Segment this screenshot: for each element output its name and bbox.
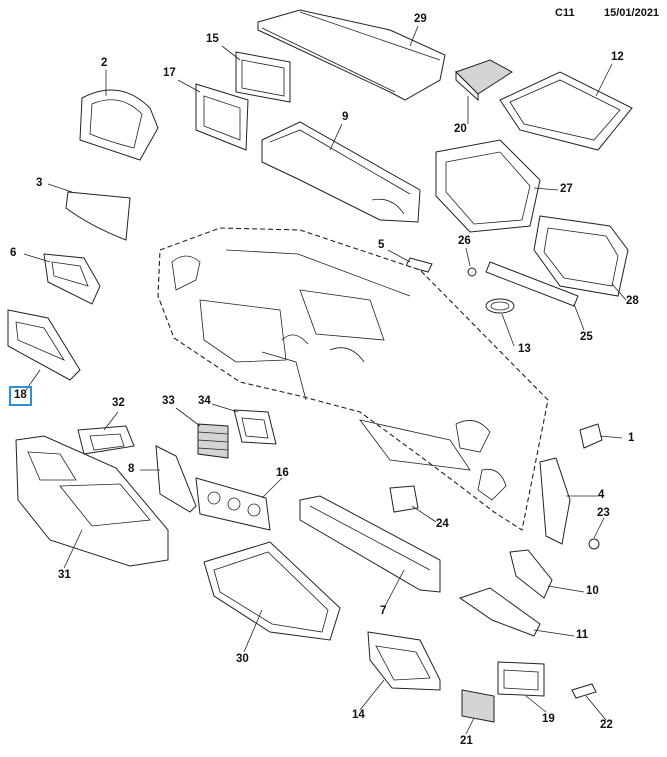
callout-33[interactable]: 33: [162, 395, 175, 407]
part-18-lower-panel: [7, 309, 81, 381]
callout-6[interactable]: 6: [10, 247, 17, 259]
callout-3[interactable]: 3: [36, 177, 43, 189]
part-11-trim: [458, 587, 541, 637]
callout-32[interactable]: 32: [112, 397, 125, 409]
callout-4[interactable]: 4: [598, 489, 605, 501]
callout-27[interactable]: 27: [560, 183, 573, 195]
part-23-knob: [588, 538, 600, 550]
callout-26[interactable]: 26: [458, 235, 471, 247]
callout-9[interactable]: 9: [342, 111, 349, 123]
part-5-clip: [405, 257, 433, 273]
callout-13[interactable]: 13: [518, 343, 531, 355]
part-22-small-clip: [571, 683, 597, 699]
callout-15[interactable]: 15: [206, 33, 219, 45]
part-10-trim: [509, 549, 553, 599]
diagram-date: 15/01/2021: [604, 7, 660, 19]
callout-17[interactable]: 17: [163, 67, 176, 79]
part-33-air-vent: [197, 423, 229, 459]
callout-12[interactable]: 12: [611, 51, 624, 63]
callout-21[interactable]: 21: [460, 735, 473, 747]
part-16-control-panel: [195, 477, 271, 531]
callout-2[interactable]: 2: [101, 57, 108, 69]
part-17-bezel: [195, 83, 249, 151]
part-2-cluster-frame: [79, 89, 159, 161]
callout-14[interactable]: 14: [352, 709, 365, 721]
part-24-switch: [389, 485, 419, 513]
part-1-side-vent: [579, 423, 603, 449]
part-27-frame: [435, 139, 541, 233]
part-14-bracket: [367, 631, 441, 691]
part-34-vent-bezel: [233, 409, 277, 445]
callout-1[interactable]: 1: [628, 432, 635, 444]
part-7-long-trim: [299, 495, 441, 593]
callout-31[interactable]: 31: [58, 569, 71, 581]
diagram-code: C11: [555, 7, 575, 19]
callout-34[interactable]: 34: [198, 395, 211, 407]
callout-19[interactable]: 19: [542, 713, 555, 725]
callout-11[interactable]: 11: [576, 629, 589, 641]
part-3-bracket: [65, 191, 131, 241]
part-12-tray: [499, 71, 633, 151]
callout-30[interactable]: 30: [236, 653, 249, 665]
callout-18-selected[interactable]: 18: [9, 386, 32, 406]
callout-24[interactable]: 24: [436, 518, 449, 530]
callout-28[interactable]: 28: [626, 295, 639, 307]
callout-5[interactable]: 5: [378, 239, 385, 251]
part-20-vent-block: [455, 59, 513, 102]
callout-29[interactable]: 29: [414, 13, 427, 25]
part-30-glovebox-door: [203, 541, 341, 641]
part-9-dash-trim: [261, 121, 421, 223]
part-6-switch-panel: [43, 253, 101, 305]
callout-23[interactable]: 23: [597, 507, 610, 519]
part-8-side-trim: [155, 445, 197, 513]
dashboard-assembly: [157, 227, 549, 531]
callout-10[interactable]: 10: [586, 585, 599, 597]
part-25-rail: [485, 261, 579, 307]
part-31-glovebox: [15, 435, 169, 567]
part-26-screw: [467, 267, 477, 277]
part-13-ring: [485, 298, 515, 314]
callout-20[interactable]: 20: [454, 123, 467, 135]
callout-25[interactable]: 25: [580, 331, 593, 343]
part-4-side-panel: [539, 457, 571, 545]
callout-8[interactable]: 8: [128, 463, 135, 475]
callout-7[interactable]: 7: [380, 605, 387, 617]
part-15-display: [235, 51, 291, 103]
part-19-module: [497, 661, 545, 697]
part-29-top-cover: [257, 9, 446, 101]
part-21-grille: [461, 689, 495, 723]
leader-lines: [23, 25, 627, 735]
part-32-storage-pad: [77, 425, 135, 455]
part-28-carrier: [533, 215, 629, 297]
callout-16[interactable]: 16: [276, 467, 289, 479]
callout-22[interactable]: 22: [600, 719, 613, 731]
